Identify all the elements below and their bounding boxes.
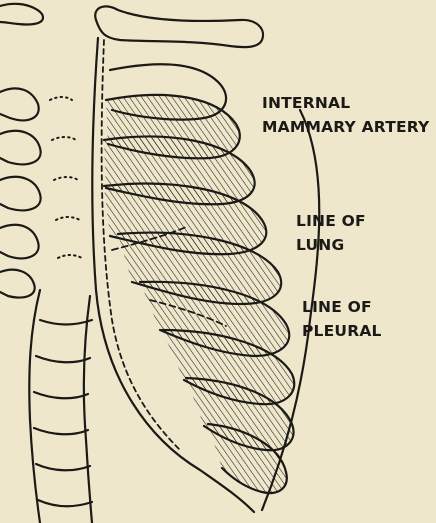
line-of-pleural-label-line1: LINE OF [302, 300, 372, 316]
line-of-lung-label-line1: LINE OF [296, 214, 366, 230]
vertebral-column [29, 290, 92, 523]
left-rib-stubs [0, 88, 41, 297]
internal-mammary-artery-label-line2: MAMMARY ARTERY [262, 120, 429, 136]
clavicle [95, 6, 263, 47]
line-of-pleural-label-line2: PLEURAL [302, 324, 382, 340]
cartilage-dots [50, 97, 82, 258]
line-of-lung-label-line2: LUNG [296, 238, 344, 254]
internal-mammary-artery-label-line1: INTERNAL [262, 96, 350, 112]
clavicle-left [0, 4, 43, 25]
